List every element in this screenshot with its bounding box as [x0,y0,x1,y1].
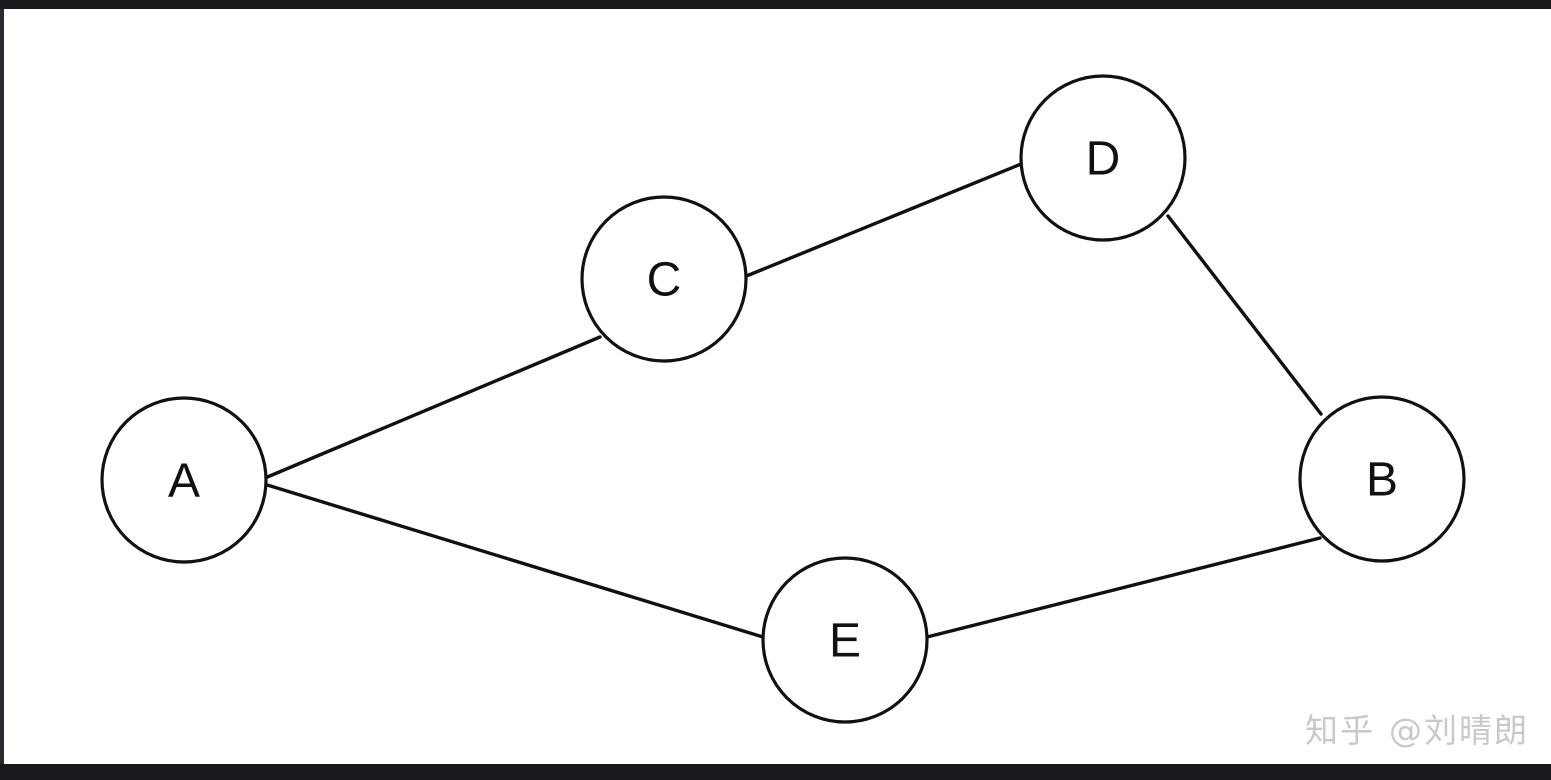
node-a[interactable]: A [100,396,268,564]
node-d-circle[interactable] [1019,74,1187,242]
edge-a-c [263,335,602,480]
watermark-handle: @刘晴朗 [1389,711,1529,750]
edge-e-a [262,482,765,639]
node-e-circle[interactable] [761,556,929,724]
node-a-circle[interactable] [100,396,268,564]
bottom-frame-bar [0,764,1551,780]
edge-b-e [925,536,1322,639]
node-c[interactable]: C [580,195,748,363]
node-b-label: B [1366,454,1398,507]
watermark: 知乎 @刘晴朗 [1305,704,1529,752]
node-e-label: E [829,615,861,668]
edge-group [262,160,1323,639]
node-c-label: C [647,254,682,307]
node-d[interactable]: D [1019,74,1187,242]
node-b[interactable]: B [1298,395,1466,563]
node-c-circle[interactable] [580,195,748,363]
edge-c-d [742,160,1028,279]
node-d-label: D [1086,133,1121,186]
edge-d-b [1166,214,1323,416]
top-frame-bar [0,0,1551,9]
node-e[interactable]: E [761,556,929,724]
watermark-brand: 知乎 [1305,711,1375,750]
node-a-label: A [168,455,200,508]
node-b-circle[interactable] [1298,395,1466,563]
node-group: A C D B E [100,74,1466,724]
left-frame-edge [0,9,4,764]
